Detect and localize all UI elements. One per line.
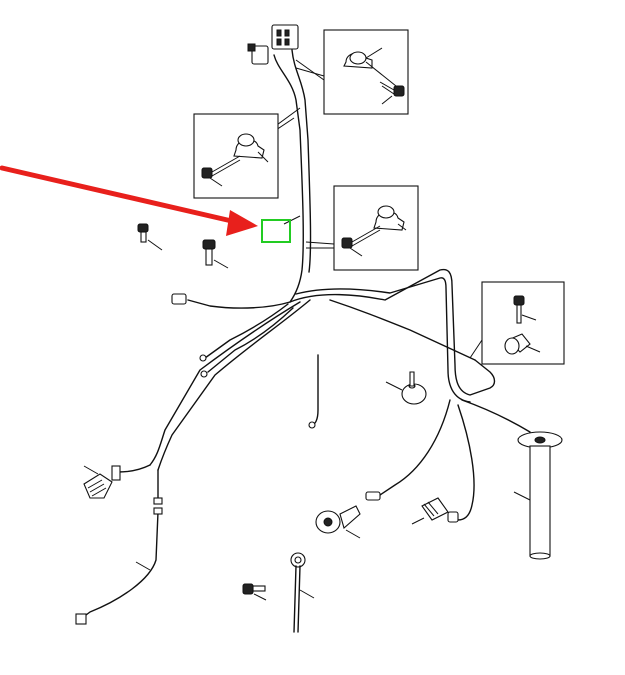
top-connector-block — [271, 24, 299, 50]
red-arrow-icon — [0, 165, 258, 236]
bolt-icon — [201, 155, 241, 179]
main-harness — [81, 49, 531, 619]
bolt-icon — [513, 295, 525, 324]
sensor-part-13 — [315, 491, 381, 539]
bolt-part-10 — [242, 583, 267, 601]
detail-box-clamp-mid — [305, 185, 419, 271]
connector-left-top — [171, 293, 187, 305]
sensor-part-15 — [411, 497, 459, 525]
detail-box-bracket-right — [469, 281, 565, 365]
grommet-part-4 — [385, 371, 427, 405]
inline-connector — [75, 497, 163, 625]
detail-box-clamp-top-right — [295, 29, 409, 115]
connector-part-12 — [83, 465, 121, 499]
leader-7 — [283, 215, 301, 225]
bolt-part-3 — [202, 239, 229, 269]
ground-strap-part-8 — [290, 552, 315, 633]
highlight-box — [261, 219, 291, 243]
detail-box-clamp-left — [193, 107, 301, 199]
bolt-icon — [379, 81, 405, 97]
small-top-connector — [247, 43, 269, 65]
bolt-icon — [341, 225, 381, 249]
ring-terminals — [199, 354, 316, 429]
bolt-part-1 — [137, 223, 163, 251]
fuel-sender-part-14 — [513, 431, 563, 560]
